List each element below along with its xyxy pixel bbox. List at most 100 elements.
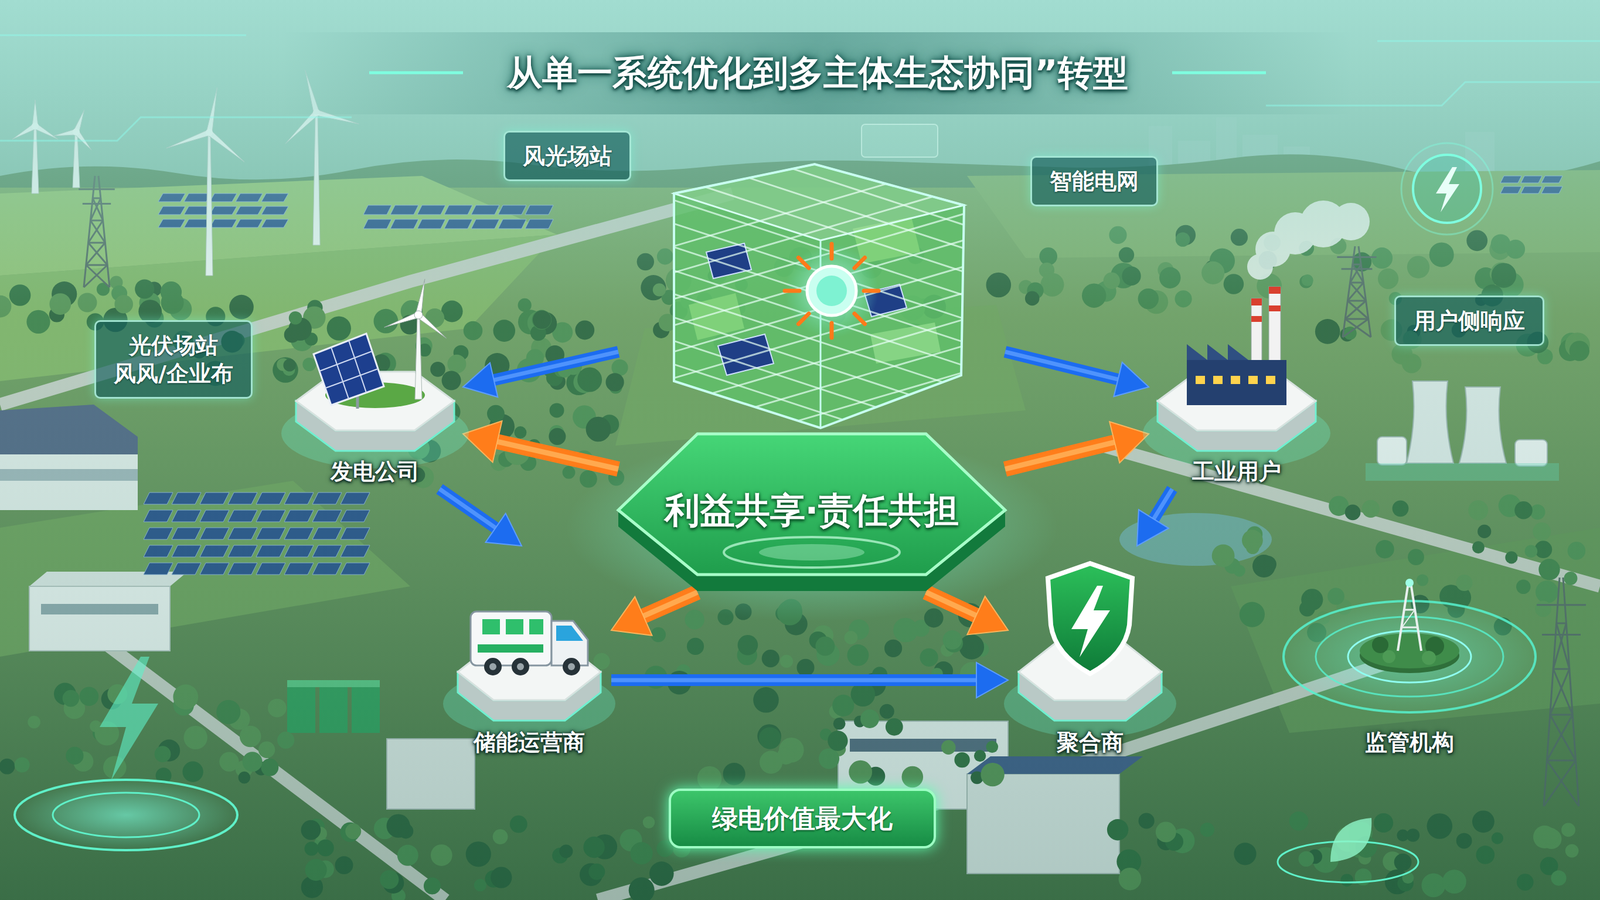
regulator-node-shape-part: [1421, 650, 1436, 665]
platform-node-shape-part: [1071, 585, 1111, 657]
node-label: 储能运营商: [473, 728, 585, 756]
panel-label: 用户侧响应: [1413, 306, 1525, 335]
flow-arrow: [463, 420, 619, 469]
platform-node-shape-part: [1186, 344, 1249, 360]
platform-node-shape-part: [567, 662, 575, 670]
platform-node-shape-part: [1230, 375, 1241, 384]
hub-hexagon-shape-part: [618, 433, 1006, 575]
platform-node-shape-part: [489, 662, 497, 670]
hub-hexagon-shape-part: [784, 288, 800, 294]
arrow-head: [1136, 509, 1169, 546]
leaf-badge: [1277, 817, 1419, 883]
platform-node-shape-part: [505, 618, 524, 635]
title-rule-part: [1172, 71, 1266, 75]
platform-node-shape-part: [319, 351, 373, 371]
hub-hexagon-shape-part: [758, 543, 865, 561]
arrow-head: [463, 362, 498, 398]
energy-badge-part: [1413, 154, 1482, 223]
hologram-bolt-part: [14, 779, 238, 850]
platform-node: 聚合商: [1008, 545, 1173, 760]
platform-node-shape-part: [529, 618, 544, 635]
platform-node: 储能运营商: [447, 545, 612, 760]
platform-node-shape-part: [415, 278, 425, 316]
hub-hexagon-shape-part: [816, 275, 847, 306]
info-panel: 风光场站: [503, 130, 632, 182]
energy-badge-part: [1401, 143, 1493, 235]
regulator-node-shape-part: [1347, 630, 1472, 683]
arrow-shine: [1152, 488, 1173, 522]
platform-node-shape-part: [1195, 375, 1205, 384]
energy-badge-part: [1435, 167, 1460, 213]
regulator-node-shape-part: [1404, 608, 1415, 611]
goal-label: 绿电价值最大化: [712, 802, 893, 834]
circuit-lines: [0, 35, 1600, 141]
hub-hexagon-shape-part-part-part: [653, 146, 994, 258]
platform-node-shape-part: [414, 310, 423, 319]
flow-arrow: [611, 662, 1009, 698]
hub-hexagon-shape-part: [854, 257, 866, 268]
arrow-head: [1113, 362, 1149, 397]
platform-node-shape-part: [470, 611, 552, 666]
flow-arrow: [463, 351, 619, 397]
hub-hexagon-shape-part: [807, 266, 857, 316]
hub-hexagon-shape-part: [723, 536, 900, 568]
flow-arrow: [1136, 488, 1173, 546]
regulator-node-shape-part: [1405, 578, 1414, 587]
arrow-shaft: [1005, 441, 1119, 469]
hub-hexagon-shape-part-part-part: [653, 52, 994, 165]
circuit-lines-part: [0, 34, 247, 37]
platform-node-shape: [287, 274, 464, 489]
arrow-shine: [926, 591, 980, 617]
arrow-shine: [1005, 351, 1122, 380]
regulator-node-shape-part: [1401, 609, 1415, 628]
empty-glass-panel: [861, 124, 938, 158]
arrow-head: [611, 596, 652, 636]
platform-node-shape-part: [1248, 375, 1258, 384]
platform-node-shape: [1008, 545, 1173, 760]
hub-glow: [565, 433, 1058, 622]
platform-node: 工业用户: [1148, 274, 1325, 489]
hub-hexagon-shape-part: [829, 243, 834, 259]
arrow-head: [976, 662, 1009, 698]
regulator-node-shape-part: [1283, 600, 1536, 713]
platform-node-shape-part: [556, 625, 584, 641]
platform-node-shape-part: [1268, 305, 1281, 312]
arrow-shaft: [490, 351, 619, 381]
hub-hexagon-shape-part: [784, 243, 879, 338]
arrow-shine: [494, 440, 619, 469]
hub-hexagon: 利益共享·责任共担: [618, 158, 1006, 592]
platform-node-shape-part: [477, 644, 544, 653]
panel-label: 风光场站: [522, 141, 612, 170]
circuit-lines-part: [0, 117, 352, 141]
hub-hexagon-shape-part: [854, 313, 866, 325]
arrow-shine: [1005, 441, 1119, 469]
hub-hexagon-shape-part: [863, 288, 879, 294]
regulator-node-shape-part: [1397, 586, 1422, 651]
hub-hexagon-shape-part: [798, 313, 809, 325]
platform-node-shape-part: [1186, 359, 1287, 405]
goal-button: 绿电价值最大化: [668, 788, 936, 849]
regulator-node: 监管机构: [1277, 562, 1542, 786]
arrow-shaft: [439, 488, 499, 530]
platform-node-shape-part: [1265, 375, 1276, 384]
circuit-lines-part: [1265, 82, 1600, 106]
circuit-lines-part: [1377, 40, 1600, 43]
flow-arrow: [1005, 421, 1149, 469]
arrow-head: [1109, 421, 1149, 463]
platform-node-shape-part: [313, 333, 384, 405]
hub-hexagon-shape-part-part-part: [653, 257, 994, 358]
platform-node-shape-part: [484, 657, 502, 676]
regulator-node-shape-part: [1372, 636, 1389, 653]
platform-node-shape-part: [1251, 315, 1262, 322]
node-label: 发电公司: [330, 457, 420, 485]
platform-node-shape: [447, 545, 612, 760]
arrow-shine: [439, 488, 499, 530]
panel-label: 风风/企业布: [113, 359, 234, 388]
panel-label: 光伏场站: [113, 331, 234, 360]
hologram-bolt: [14, 656, 238, 850]
platform-node-shape-part: [331, 346, 349, 399]
regulator-node-shape-part: [1315, 616, 1504, 697]
platform-node-shape-part: [511, 657, 530, 676]
